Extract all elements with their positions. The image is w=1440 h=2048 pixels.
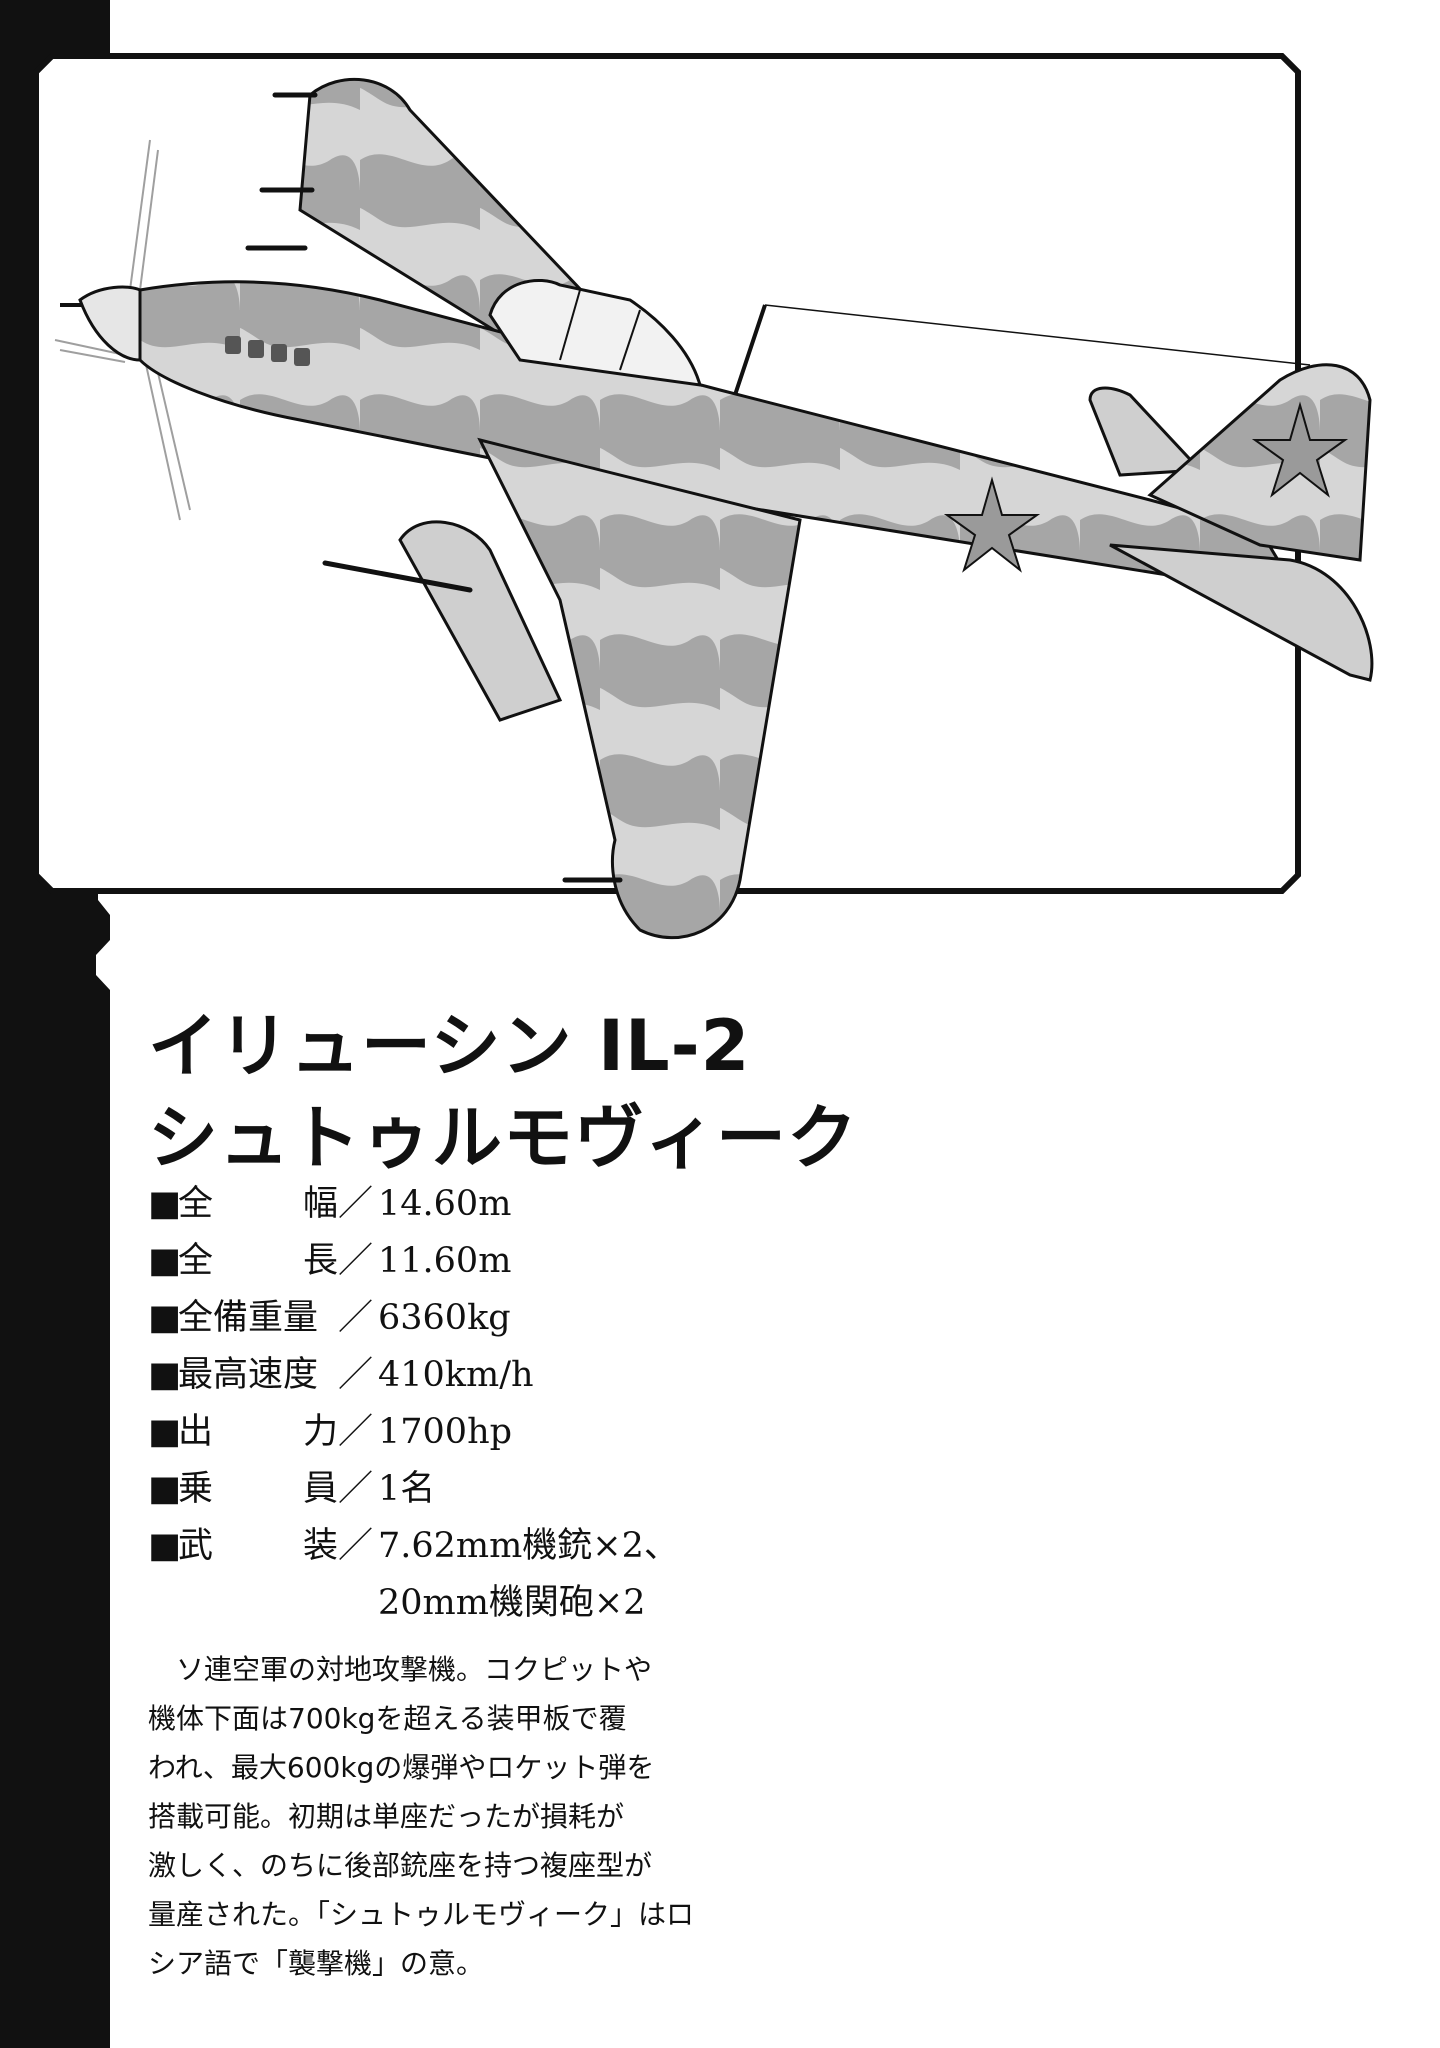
spec-row: ■武装／7.62mm機銃×2、20mm機関砲×2 [148,1518,788,1632]
spec-separator: ／ [338,1355,374,1395]
spec-label-text: 全備重量 [178,1290,338,1347]
description-line: 機体下面は700kgを超える装甲板で覆 [148,1702,627,1735]
spec-value-line: 11.60m [378,1241,512,1281]
spec-label-text: 乗員 [178,1461,338,1518]
bullet-square-icon: ■ [148,1184,182,1224]
tailplane-far [1088,386,1204,477]
star-insignia-fuselage [943,476,1041,573]
spec-list: ■全幅／14.60m■全長／11.60m■全備重量／6360kg■最高速度／41… [148,1176,788,1632]
description-line: シア語で「襲撃機」の意。 [148,1947,485,1980]
bullet-square-icon: ■ [148,1469,182,1509]
spec-label-part: 全 [178,1184,214,1224]
spec-label: ■出力 [148,1404,338,1461]
spec-label: ■全備重量 [148,1290,338,1347]
spec-label-part: 武 [178,1526,214,1566]
bullet-square-icon: ■ [148,1355,182,1395]
spec-separator: ／ [338,1526,374,1566]
spec-label: ■武装 [148,1518,338,1575]
bullet-square-icon: ■ [148,1241,182,1281]
spec-value-line: 20mm機関砲×2 [378,1583,646,1623]
spec-label-text: 全長 [178,1233,338,1290]
spec-row: ■全幅／14.60m [148,1176,788,1233]
description-line: 量産された。「シュトゥルモヴィーク」はロ [148,1898,695,1931]
spec-label-part: 出 [178,1412,214,1452]
spec-label: ■最高速度 [148,1347,338,1404]
vertical-fin [1147,363,1372,562]
bullet-square-icon: ■ [148,1298,182,1338]
spec-separator: ／ [338,1412,374,1452]
spec-label-part: 乗 [178,1469,214,1509]
canopy [488,278,703,387]
spec-label-part: 員 [302,1469,338,1509]
description-paragraph: ソ連空軍の対地攻撃機。コクピットや機体下面は700kgを超える装甲板で覆われ、最… [148,1645,695,1988]
spec-row: ■全備重量／6360kg [148,1290,788,1347]
spec-label-part: 最高速度 [178,1355,319,1395]
spec-label-part: 装 [302,1526,338,1566]
spec-label-part: 長 [302,1241,338,1281]
spec-label-part: 力 [302,1412,338,1452]
spec-separator: ／ [338,1241,374,1281]
spec-separator: ／ [338,1184,374,1224]
spec-label: ■全幅 [148,1176,338,1233]
spec-value: 6360kg [378,1290,511,1347]
title-line-2: シュトゥルモヴィーク [148,1097,858,1179]
spec-value: 14.60m [378,1176,511,1233]
description-line: ソ連空軍の対地攻撃機。コクピットや [176,1653,653,1686]
lower-wing [477,437,802,940]
spec-label: ■全長 [148,1233,338,1290]
bullet-square-icon: ■ [148,1526,182,1566]
spec-value: 1700hp [378,1404,512,1461]
spinner [78,285,142,362]
spec-value-line: 1700hp [378,1412,513,1452]
description-line: 搭載可能。初期は単座だったが損耗が [148,1800,625,1833]
spec-value-line: 6360kg [378,1298,511,1338]
description-line: われ、最大600kgの爆弾やロケット弾を [148,1751,655,1784]
wing-guns-upper [245,92,318,251]
aircraft-illustration [54,77,1374,940]
aircraft-title: イリューシン IL-2 シュトゥルモヴィーク [148,1000,858,1184]
spec-separator: ／ [338,1298,374,1338]
title-line-1: イリューシン IL-2 [148,1005,751,1087]
bullet-square-icon: ■ [148,1412,182,1452]
description-line: 激しく、のちに後部銃座を持つ複座型が [148,1849,653,1882]
star-insignia-fin [1251,401,1349,498]
spec-label-part: 幅 [302,1184,338,1224]
spec-value: 7.62mm機銃×2、 20mm機関砲×2 [378,1518,679,1632]
wing-guns-lower [322,560,623,883]
spec-label-text: 出力 [178,1404,338,1461]
spec-row: ■全長／11.60m [148,1233,788,1290]
spec-value-line: 7.62mm機銃×2、 [378,1526,679,1566]
spec-row: ■最高速度／410km/h [148,1347,788,1404]
spec-row: ■出力／1700hp [148,1404,788,1461]
spec-value-line: 1名 [378,1469,436,1509]
spec-label-text: 全幅 [178,1176,338,1233]
spec-value: 410km/h [378,1347,534,1404]
landing-gear-nacelle [398,520,563,722]
spec-value: 1名 [378,1461,435,1518]
tailplane-near [1109,543,1374,682]
spec-row: ■乗員／1名 [148,1461,788,1518]
spec-label-text: 武装 [178,1518,338,1575]
upper-wing [298,77,603,342]
spec-value-line: 410km/h [378,1355,534,1395]
spec-label-part: 全備重量 [178,1298,319,1338]
spec-label: ■乗員 [148,1461,338,1518]
spec-separator: ／ [338,1469,374,1509]
spec-label-part: 全 [178,1241,214,1281]
spec-value-line: 14.60m [378,1184,512,1224]
propeller [54,139,191,521]
exhaust-stacks [225,336,310,366]
spec-label-text: 最高速度 [178,1347,338,1404]
spec-value: 11.60m [378,1233,511,1290]
